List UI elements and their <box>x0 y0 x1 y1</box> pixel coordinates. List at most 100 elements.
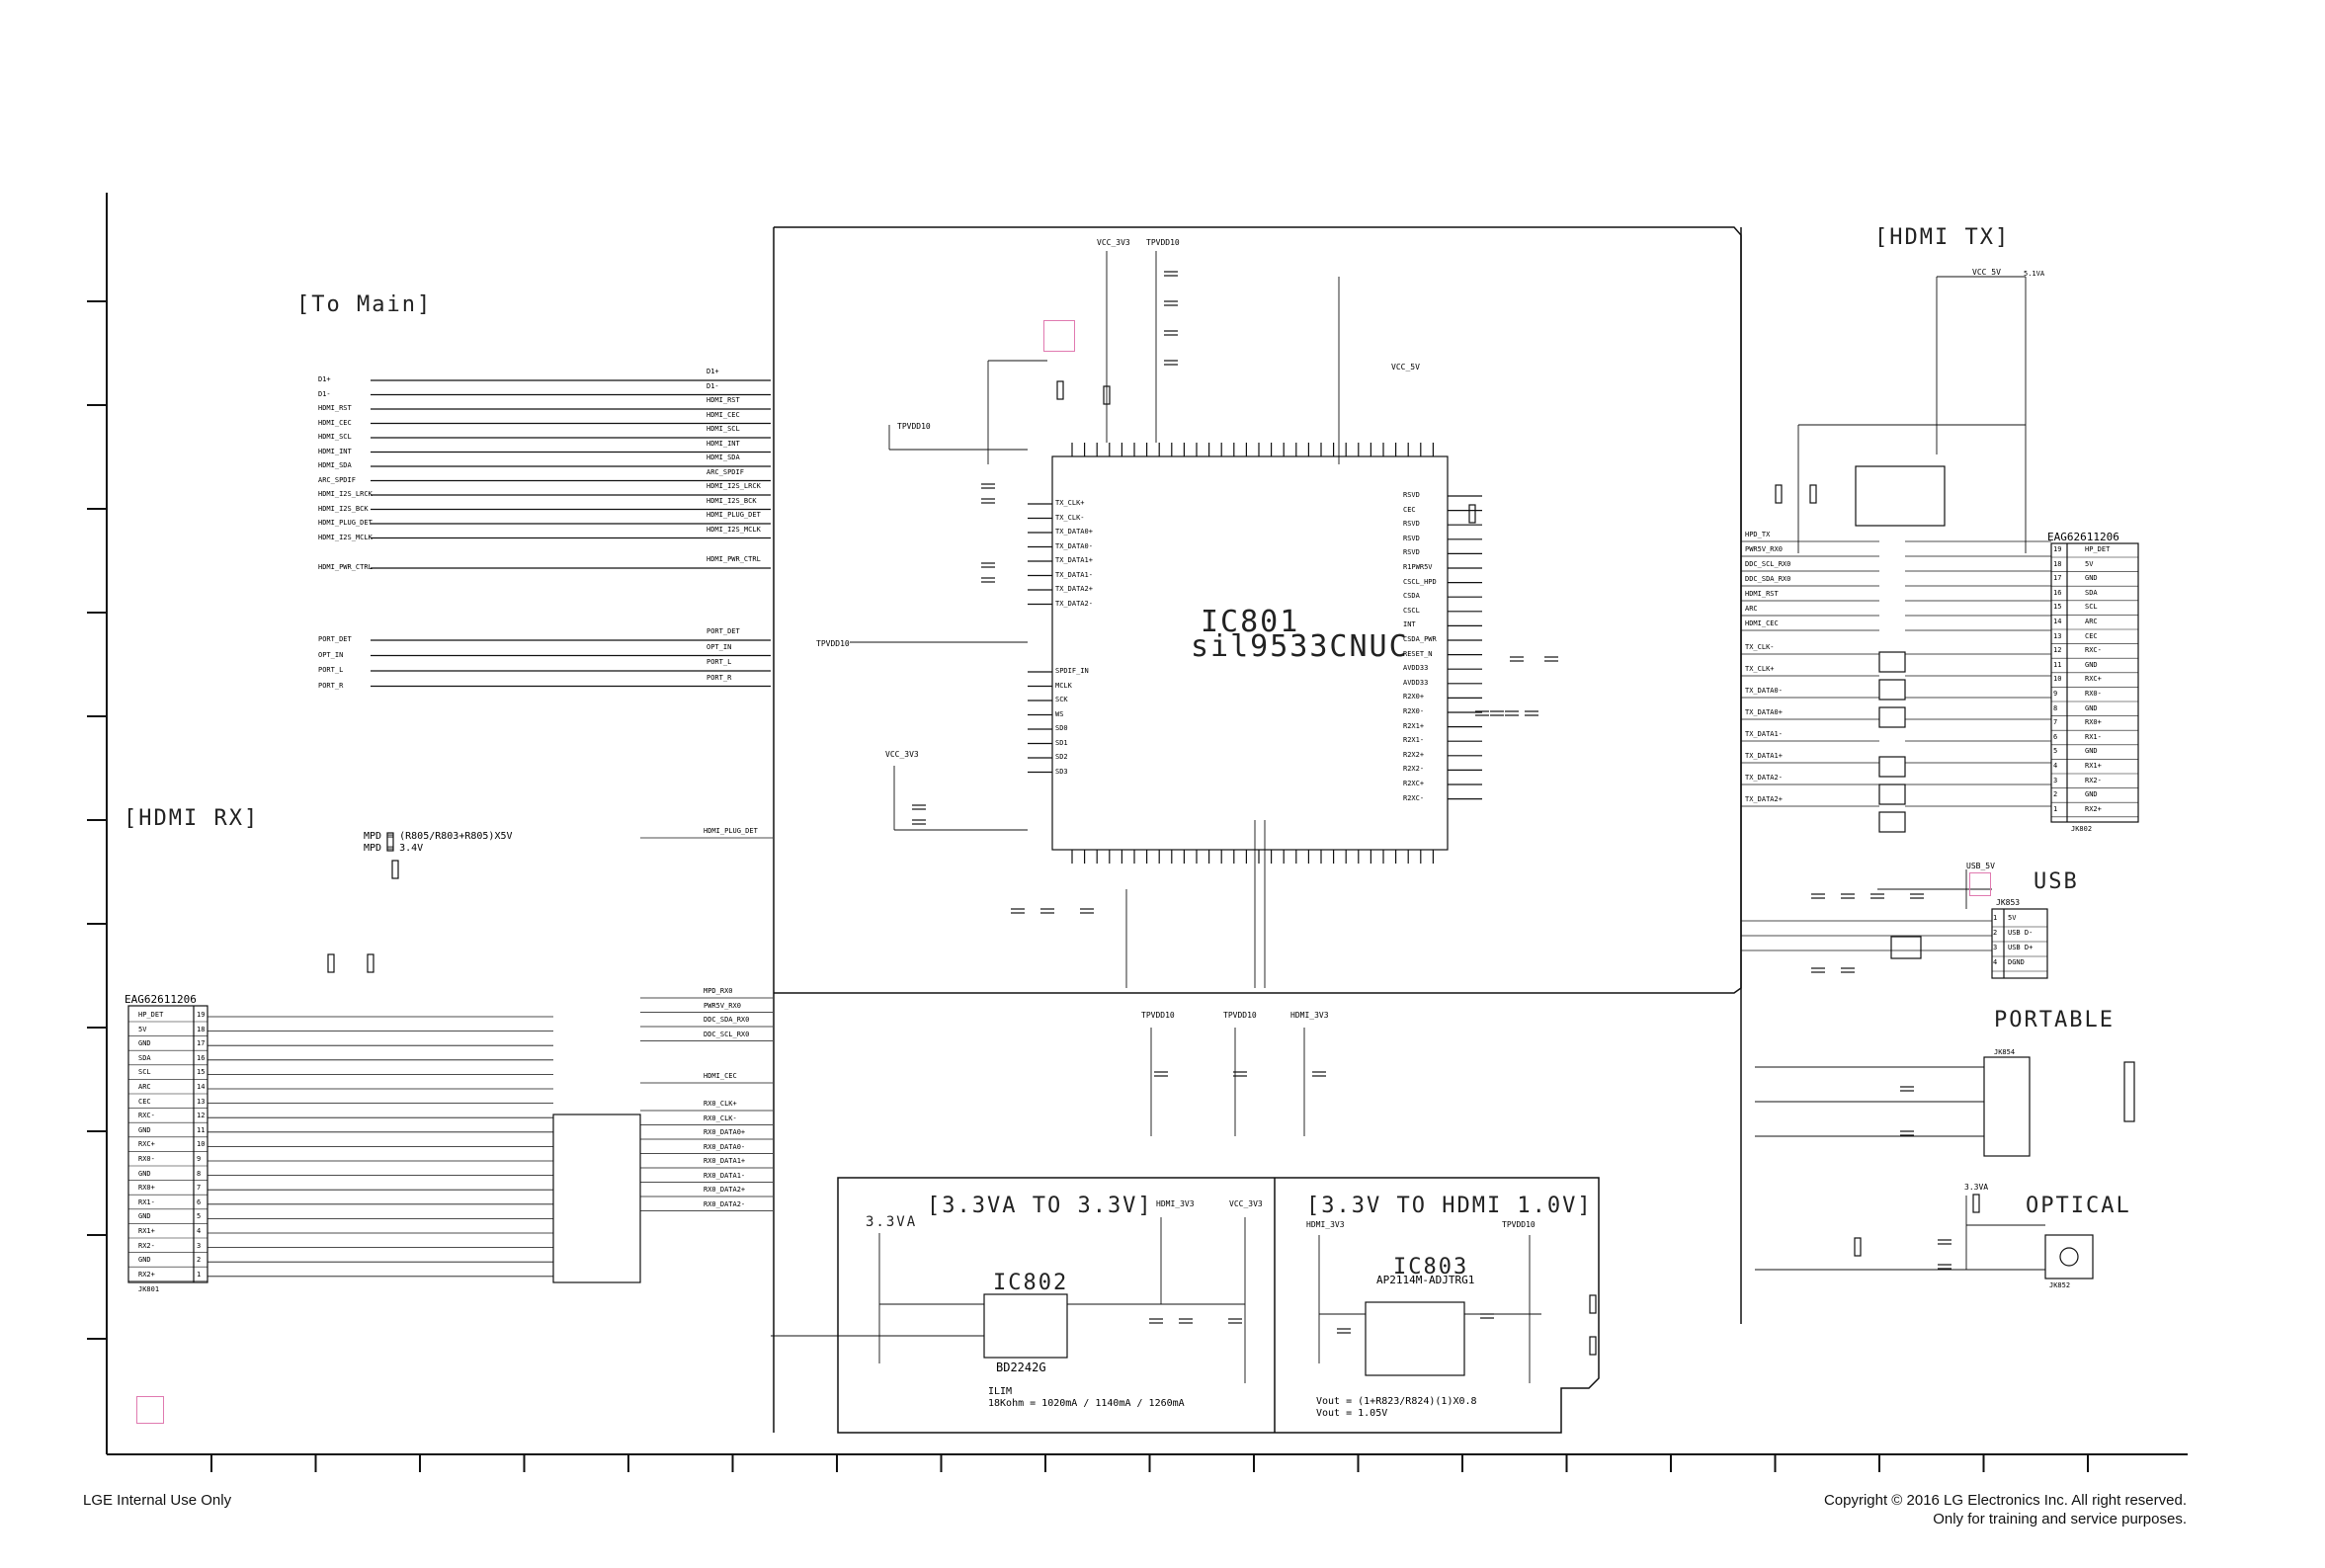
rx-side-net: RX0_CLK- <box>704 1114 737 1122</box>
resistor <box>1103 385 1111 405</box>
resistor <box>1809 484 1817 504</box>
rx-connector-part: EAG62611206 <box>125 993 197 1006</box>
rail-usb-5v: USB_5V <box>1966 862 1995 870</box>
tx-connector-ref: JK802 <box>2071 825 2093 833</box>
ic801-right-pin: CSCL_HPD <box>1403 577 1437 586</box>
ic803-part: AP2114M-ADJTRG1 <box>1376 1274 1475 1286</box>
net-label: ARC_SPDIF <box>706 467 744 476</box>
ic801-left-pin: TX_DATA1- <box>1055 570 1093 579</box>
ic801-right-pin: R2X2- <box>1403 765 1425 774</box>
rx-pin-signal: RX0- <box>138 1155 155 1163</box>
note-vout-value: Vout = 1.05V <box>1316 1408 1388 1419</box>
tx-side-net: TX_DATA2+ <box>1745 795 1783 803</box>
to-main-signal: D1- <box>318 389 331 398</box>
highlight-marker-corner <box>136 1396 164 1424</box>
ic801-left-pin: TX_CLK+ <box>1055 499 1085 507</box>
rail-hdmi-3v3: HDMI_3V3 <box>1290 1011 1329 1020</box>
ic801-left-pin: SD0 <box>1055 724 1068 732</box>
rx-side-net: RX0_DATA1+ <box>704 1157 746 1165</box>
rx-pin-signal: CEC <box>138 1097 151 1106</box>
ic801-left-pin: SD1 <box>1055 738 1068 747</box>
rx-side-net: DDC_SCL_RX0 <box>704 1030 750 1038</box>
rx-side-net: RX0_DATA0+ <box>704 1128 746 1136</box>
note-mpd-value: MPD = 3.4V <box>364 843 424 854</box>
rx-pin-number: 7 <box>197 1184 202 1193</box>
rx-pin-number: 12 <box>197 1112 206 1120</box>
rx-pin-signal: RX1- <box>138 1197 155 1206</box>
ic801-right-pin: CSDA <box>1403 592 1420 601</box>
rx-pin-signal: GND <box>138 1125 151 1134</box>
net-label: D1- <box>706 381 719 390</box>
to-main-signal: HDMI_PWR_CTRL <box>318 563 373 571</box>
ic801-right-pin: RSVD <box>1403 534 1420 542</box>
to-main-signal: HDMI_RST <box>318 404 352 412</box>
note-ilim-value: 18Kohm = 1020mA / 1140mA / 1260mA <box>988 1398 1185 1409</box>
rx-side-net: DDC_SDA_RX0 <box>704 1016 750 1024</box>
tx-pin-number: 2 <box>2053 790 2058 799</box>
tx-pin-number: 4 <box>2053 762 2058 770</box>
tx-pin-number: 13 <box>2053 631 2062 640</box>
rail-vcc-5v: VCC_5V <box>1391 363 1420 371</box>
to-main-signal: D1+ <box>318 375 331 383</box>
rx-pin-number: 16 <box>197 1053 206 1062</box>
tx-side-net: TX_CLK- <box>1745 643 1775 651</box>
rail-hdmi-3v3-ldo: HDMI_3V3 <box>1306 1220 1345 1229</box>
rx-pin-number: 10 <box>197 1140 206 1149</box>
rail-3v3va: 3.3VA <box>866 1214 918 1230</box>
net-label: HDMI_CEC <box>706 410 740 419</box>
to-main-signal: HDMI_INT <box>318 447 352 455</box>
resistor <box>1775 484 1783 504</box>
ic801-right-pin: INT <box>1403 620 1416 629</box>
resistor <box>1468 504 1476 524</box>
rx-pin-signal: RXC- <box>138 1112 155 1120</box>
tx-pin-number: 7 <box>2053 718 2058 727</box>
tx-pin-signal: GND <box>2085 790 2098 799</box>
tx-side-net: TX_DATA0- <box>1745 687 1783 695</box>
rx-side-net: MPD_RX0 <box>704 987 733 995</box>
usb-connector-ref: JK853 <box>1996 898 2021 907</box>
rx-pin-signal: GND <box>138 1212 151 1221</box>
tx-side-net: TX_DATA2- <box>1745 774 1783 782</box>
rx-pin-number: 9 <box>197 1155 202 1163</box>
rx-pin-number: 4 <box>197 1227 202 1235</box>
tx-pin-number: 9 <box>2053 690 2058 698</box>
highlight-marker-usb <box>1969 872 1991 896</box>
rail-tpvdd10-ldo: TPVDD10 <box>1502 1220 1536 1229</box>
rail-vcc-3v3: VCC_3V3 <box>1097 238 1130 247</box>
section-title-3v3-regulator: [3.3VA TO 3.3V] <box>927 1194 1153 1218</box>
resistor <box>391 860 399 879</box>
optical-module-ref: JK852 <box>2049 1281 2071 1289</box>
usb-pin-signal: USB D+ <box>2008 944 2034 951</box>
to-main-signal: OPT_IN <box>318 650 344 659</box>
note-ilim: ILIM <box>988 1386 1013 1397</box>
rail-vcc-3v3-reg: VCC_3V3 <box>1229 1199 1263 1208</box>
section-title-hdmi-tx: [HDMI TX] <box>1874 225 2011 250</box>
tx-pin-number: 19 <box>2053 545 2062 553</box>
net-label: PORT_L <box>706 658 732 666</box>
ic802-ref: IC802 <box>993 1271 1069 1295</box>
resistor <box>1589 1294 1597 1314</box>
net-label: PORT_R <box>706 673 732 682</box>
ic801-right-pin: R2XC- <box>1403 793 1425 802</box>
section-title-hdmi-rx: [HDMI RX] <box>124 806 260 831</box>
rx-pin-number: 17 <box>197 1039 206 1048</box>
rx-pin-number: 18 <box>197 1025 206 1033</box>
to-main-signal: ARC_SPDIF <box>318 475 356 484</box>
ic801-right-pin: CSDA_PWR <box>1403 635 1437 643</box>
ic801-left-pin: TX_DATA1+ <box>1055 556 1093 564</box>
ic801-left-pin: WS <box>1055 709 1064 718</box>
tx-pin-number: 6 <box>2053 732 2058 741</box>
rx-pin-number: 15 <box>197 1068 206 1077</box>
net-label: HDMI_I2S_MCLK <box>706 525 761 534</box>
rx-side-net: RX0_DATA2- <box>704 1199 746 1208</box>
rx-pin-signal: ARC <box>138 1083 151 1091</box>
usb-pin-signal: 5V <box>2008 914 2017 922</box>
tx-pin-signal: CEC <box>2085 631 2098 640</box>
ic801-right-pin: CEC <box>1403 505 1416 514</box>
tx-side-net: ARC <box>1745 605 1758 613</box>
section-title-usb: USB <box>2034 869 2079 894</box>
tx-pin-signal: RX0- <box>2085 690 2102 698</box>
tx-pin-signal: RX1+ <box>2085 762 2102 770</box>
note-vout-formula: Vout = (1+R823/R824)(1)X0.8 <box>1316 1396 1477 1407</box>
